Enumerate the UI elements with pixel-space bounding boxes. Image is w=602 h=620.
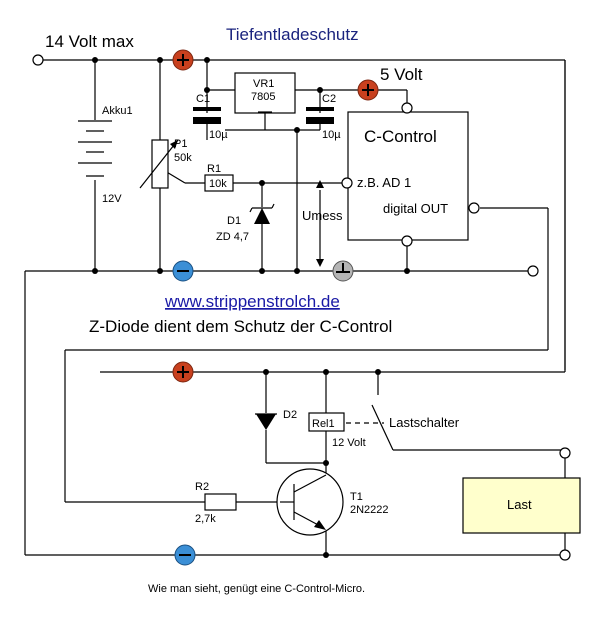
capacitor-c1 [193, 107, 221, 124]
resistor-r1 [204, 174, 234, 192]
c2-value: 10µ [322, 129, 341, 141]
c2-name: C2 [322, 93, 336, 105]
title: Tiefentladeschutz [226, 25, 359, 44]
plus-icon-top [172, 49, 194, 71]
resistor-r2 [204, 493, 237, 511]
relay-rel1 [308, 412, 345, 432]
battery-symbol [78, 120, 112, 177]
junction-dots [92, 57, 410, 558]
potentiometer-symbol [139, 139, 179, 189]
zener-note: Z-Diode dient dem Schutz der C-Control [89, 317, 392, 336]
battery-name: Akku1 [102, 105, 133, 117]
regulator-type: 7805 [251, 91, 275, 103]
r1-value: 10k [209, 178, 227, 190]
c1-value: 10µ [209, 129, 228, 141]
caption: Wie man sieht, genügt eine C-Control-Mic… [148, 583, 365, 595]
diode-d2 [255, 413, 277, 430]
website-link[interactable]: www.strippenstrolch.de [164, 292, 340, 311]
c-control-input: z.B. AD 1 [357, 175, 411, 190]
plus-icon-bottom [172, 361, 194, 383]
r2-value: 2,7k [195, 513, 216, 525]
r2-name: R2 [195, 481, 209, 493]
pot-value: 50k [174, 152, 192, 164]
d2-name: D2 [283, 409, 297, 421]
supply-wires [24, 59, 566, 555]
terminals [32, 54, 571, 561]
d1-name: D1 [227, 215, 241, 227]
five-volt-label: 5 Volt [380, 65, 423, 84]
load-label: Last [507, 497, 532, 512]
relay-voltage: 12 Volt [332, 437, 366, 449]
voltage-max-label: 14 Volt max [45, 32, 134, 51]
pot-name: P1 [174, 138, 187, 150]
d1-value: ZD 4,7 [216, 231, 249, 243]
minus-icon-top [172, 260, 194, 282]
relay-name: Rel1 [312, 418, 335, 430]
umess-label: Umess [302, 208, 343, 223]
regulator-vr1 [234, 72, 296, 114]
battery-voltage: 12V [102, 193, 122, 205]
c-control-title: C-Control [364, 127, 437, 146]
t1-name: T1 [350, 491, 363, 503]
capacitor-c2 [306, 107, 334, 124]
umess-arrow [316, 180, 324, 267]
transistor-t1 [276, 468, 344, 536]
t1-type: 2N2222 [350, 504, 389, 516]
switch-label: Lastschalter [389, 415, 460, 430]
plus-icon-5v [357, 79, 379, 101]
ground-icon [332, 260, 354, 282]
load-box [462, 477, 581, 534]
c-control-box [347, 111, 469, 241]
r1-name: R1 [207, 163, 221, 175]
zener-d1 [249, 203, 275, 224]
c-control-output: digital OUT [383, 201, 448, 216]
minus-icon-bottom [174, 544, 196, 566]
regulator-name: VR1 [253, 78, 274, 90]
c1-name: C1 [196, 93, 210, 105]
